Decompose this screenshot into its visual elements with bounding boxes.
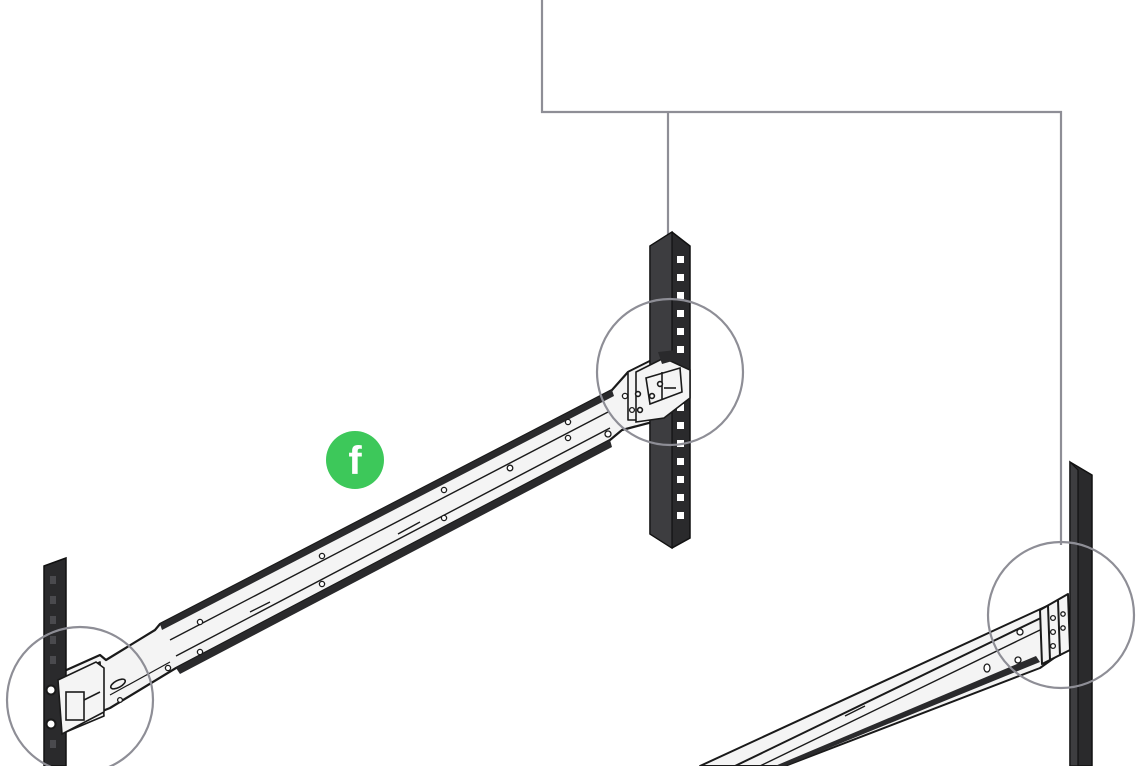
step-badge-circle <box>326 431 384 489</box>
right-rail <box>699 593 1071 766</box>
rear-post-left <box>43 556 67 766</box>
leader-line <box>540 0 1063 545</box>
callout-front-center <box>595 297 745 447</box>
post-holes <box>50 576 56 748</box>
callout-leader-lines <box>540 0 1063 545</box>
step-badge-label: f <box>348 439 362 483</box>
callout-circles <box>5 297 1136 766</box>
rail-bracket-rear-overlay <box>45 661 105 736</box>
callout-rear-left <box>5 625 155 766</box>
step-badge: f <box>326 431 384 489</box>
front-post-right <box>1069 460 1093 766</box>
rail-bracket-front-overlay <box>634 350 691 423</box>
callout-front-right <box>986 540 1136 690</box>
left-rail <box>45 348 690 733</box>
